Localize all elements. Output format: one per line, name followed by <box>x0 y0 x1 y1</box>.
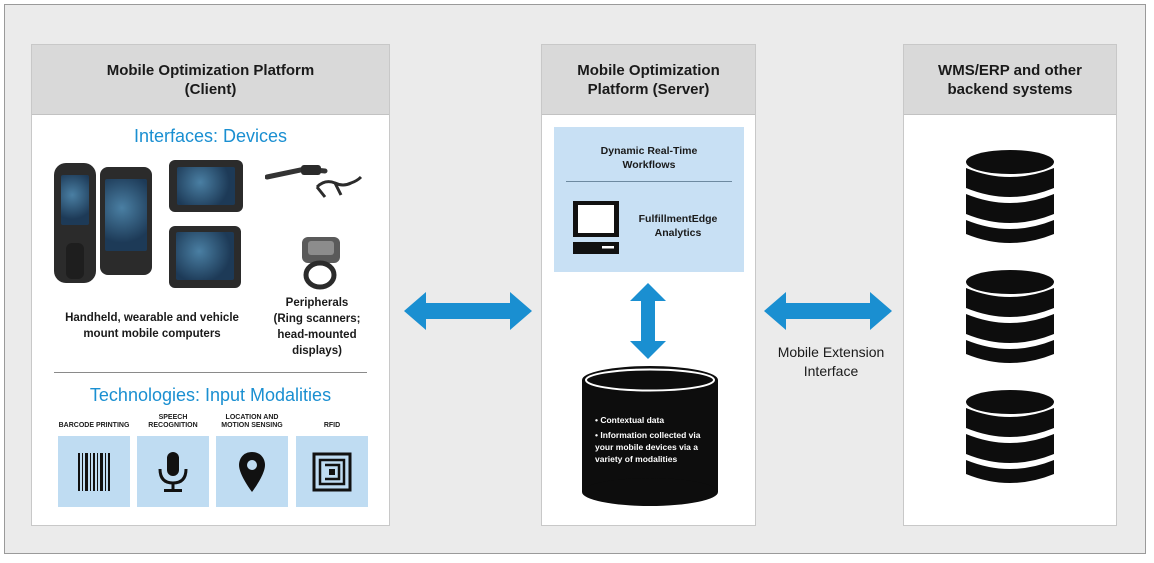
database-item-contextual: • Contextual data <box>595 415 665 425</box>
database-contents: • Contextual data • Information collecte… <box>595 414 715 468</box>
client-title-line1: Mobile Optimization Platform <box>106 61 315 79</box>
server-database-arrow <box>630 283 666 359</box>
server-panel-header: Mobile Optimization Platform (Server) <box>542 45 755 115</box>
location-pin-icon <box>239 451 265 492</box>
touch-computer-image <box>100 167 152 275</box>
backend-panel-header: WMS/ERP and other backend systems <box>904 45 1116 115</box>
server-database-icon <box>582 366 718 506</box>
server-title-line2: Platform (Server) <box>587 80 710 98</box>
head-mounted-display-image <box>265 165 363 198</box>
backend-title-line1: WMS/ERP and other <box>938 61 1082 79</box>
workflows-title: Dynamic Real-Time Workflows <box>554 144 744 172</box>
computer-monitor-icon <box>573 201 619 254</box>
mobile-extension-line2: Interface <box>803 363 859 379</box>
interfaces-title: Interfaces: Devices <box>133 126 288 146</box>
client-divider <box>54 372 367 373</box>
technologies-title: Technologies: Input Modalities <box>89 385 332 405</box>
backend-database-icon-1 <box>966 150 1054 243</box>
handheld-device-image <box>54 163 96 283</box>
backend-title-line2: backend systems <box>947 80 1073 98</box>
modality-tile-barcode <box>58 436 130 507</box>
modality-label-speech: SPEECH RECOGNITION <box>148 414 198 429</box>
mobile-extension-line1: Mobile Extension <box>777 344 885 360</box>
modality-label-rfid: RFID <box>323 422 341 429</box>
workflows-line1: Dynamic Real-Time <box>600 145 698 157</box>
modality-label-barcode: BARCODE PRINTING <box>58 422 130 429</box>
workflows-divider <box>566 181 732 182</box>
mobile-extension-interface-label: Mobile Extension Interface <box>760 343 902 381</box>
server-backend-arrow <box>764 292 892 330</box>
barcode-icon <box>78 452 110 491</box>
modality-label-location: LOCATION AND MOTION SENSING <box>221 414 283 429</box>
database-item-information: • Information collected via your mobile … <box>595 430 701 464</box>
analytics-label: FulfillmentEdge Analytics <box>628 212 728 240</box>
peripherals-caption: Peripherals (Ring scanners; head-mounted… <box>273 297 361 357</box>
client-title-line2: (Client) <box>184 80 237 98</box>
microphone-icon <box>158 451 188 492</box>
tablet-device-image <box>169 160 243 212</box>
workflows-line2: Workflows <box>622 159 676 171</box>
client-server-arrow <box>404 292 532 330</box>
backend-database-icon-2 <box>966 270 1054 363</box>
modality-tile-speech <box>137 436 209 507</box>
modality-tile-rfid <box>296 436 368 507</box>
modality-tile-location <box>216 436 288 507</box>
rfid-tag-icon <box>312 452 352 491</box>
analytics-line1: FulfillmentEdge <box>638 213 718 225</box>
client-panel: Mobile Optimization Platform (Client) In… <box>31 44 390 526</box>
client-panel-header: Mobile Optimization Platform (Client) <box>32 45 389 115</box>
workflows-analytics-box: Dynamic Real-Time Workflows FulfillmentE… <box>554 127 744 272</box>
backend-database-icon-3 <box>966 390 1054 483</box>
analytics-line2: Analytics <box>654 227 702 239</box>
ring-scanner-image <box>302 237 340 290</box>
vehicle-mount-computer-image <box>169 226 241 288</box>
server-title-line1: Mobile Optimization <box>577 61 720 79</box>
devices-caption: Handheld, wearable and vehicle mount mob… <box>65 312 239 340</box>
